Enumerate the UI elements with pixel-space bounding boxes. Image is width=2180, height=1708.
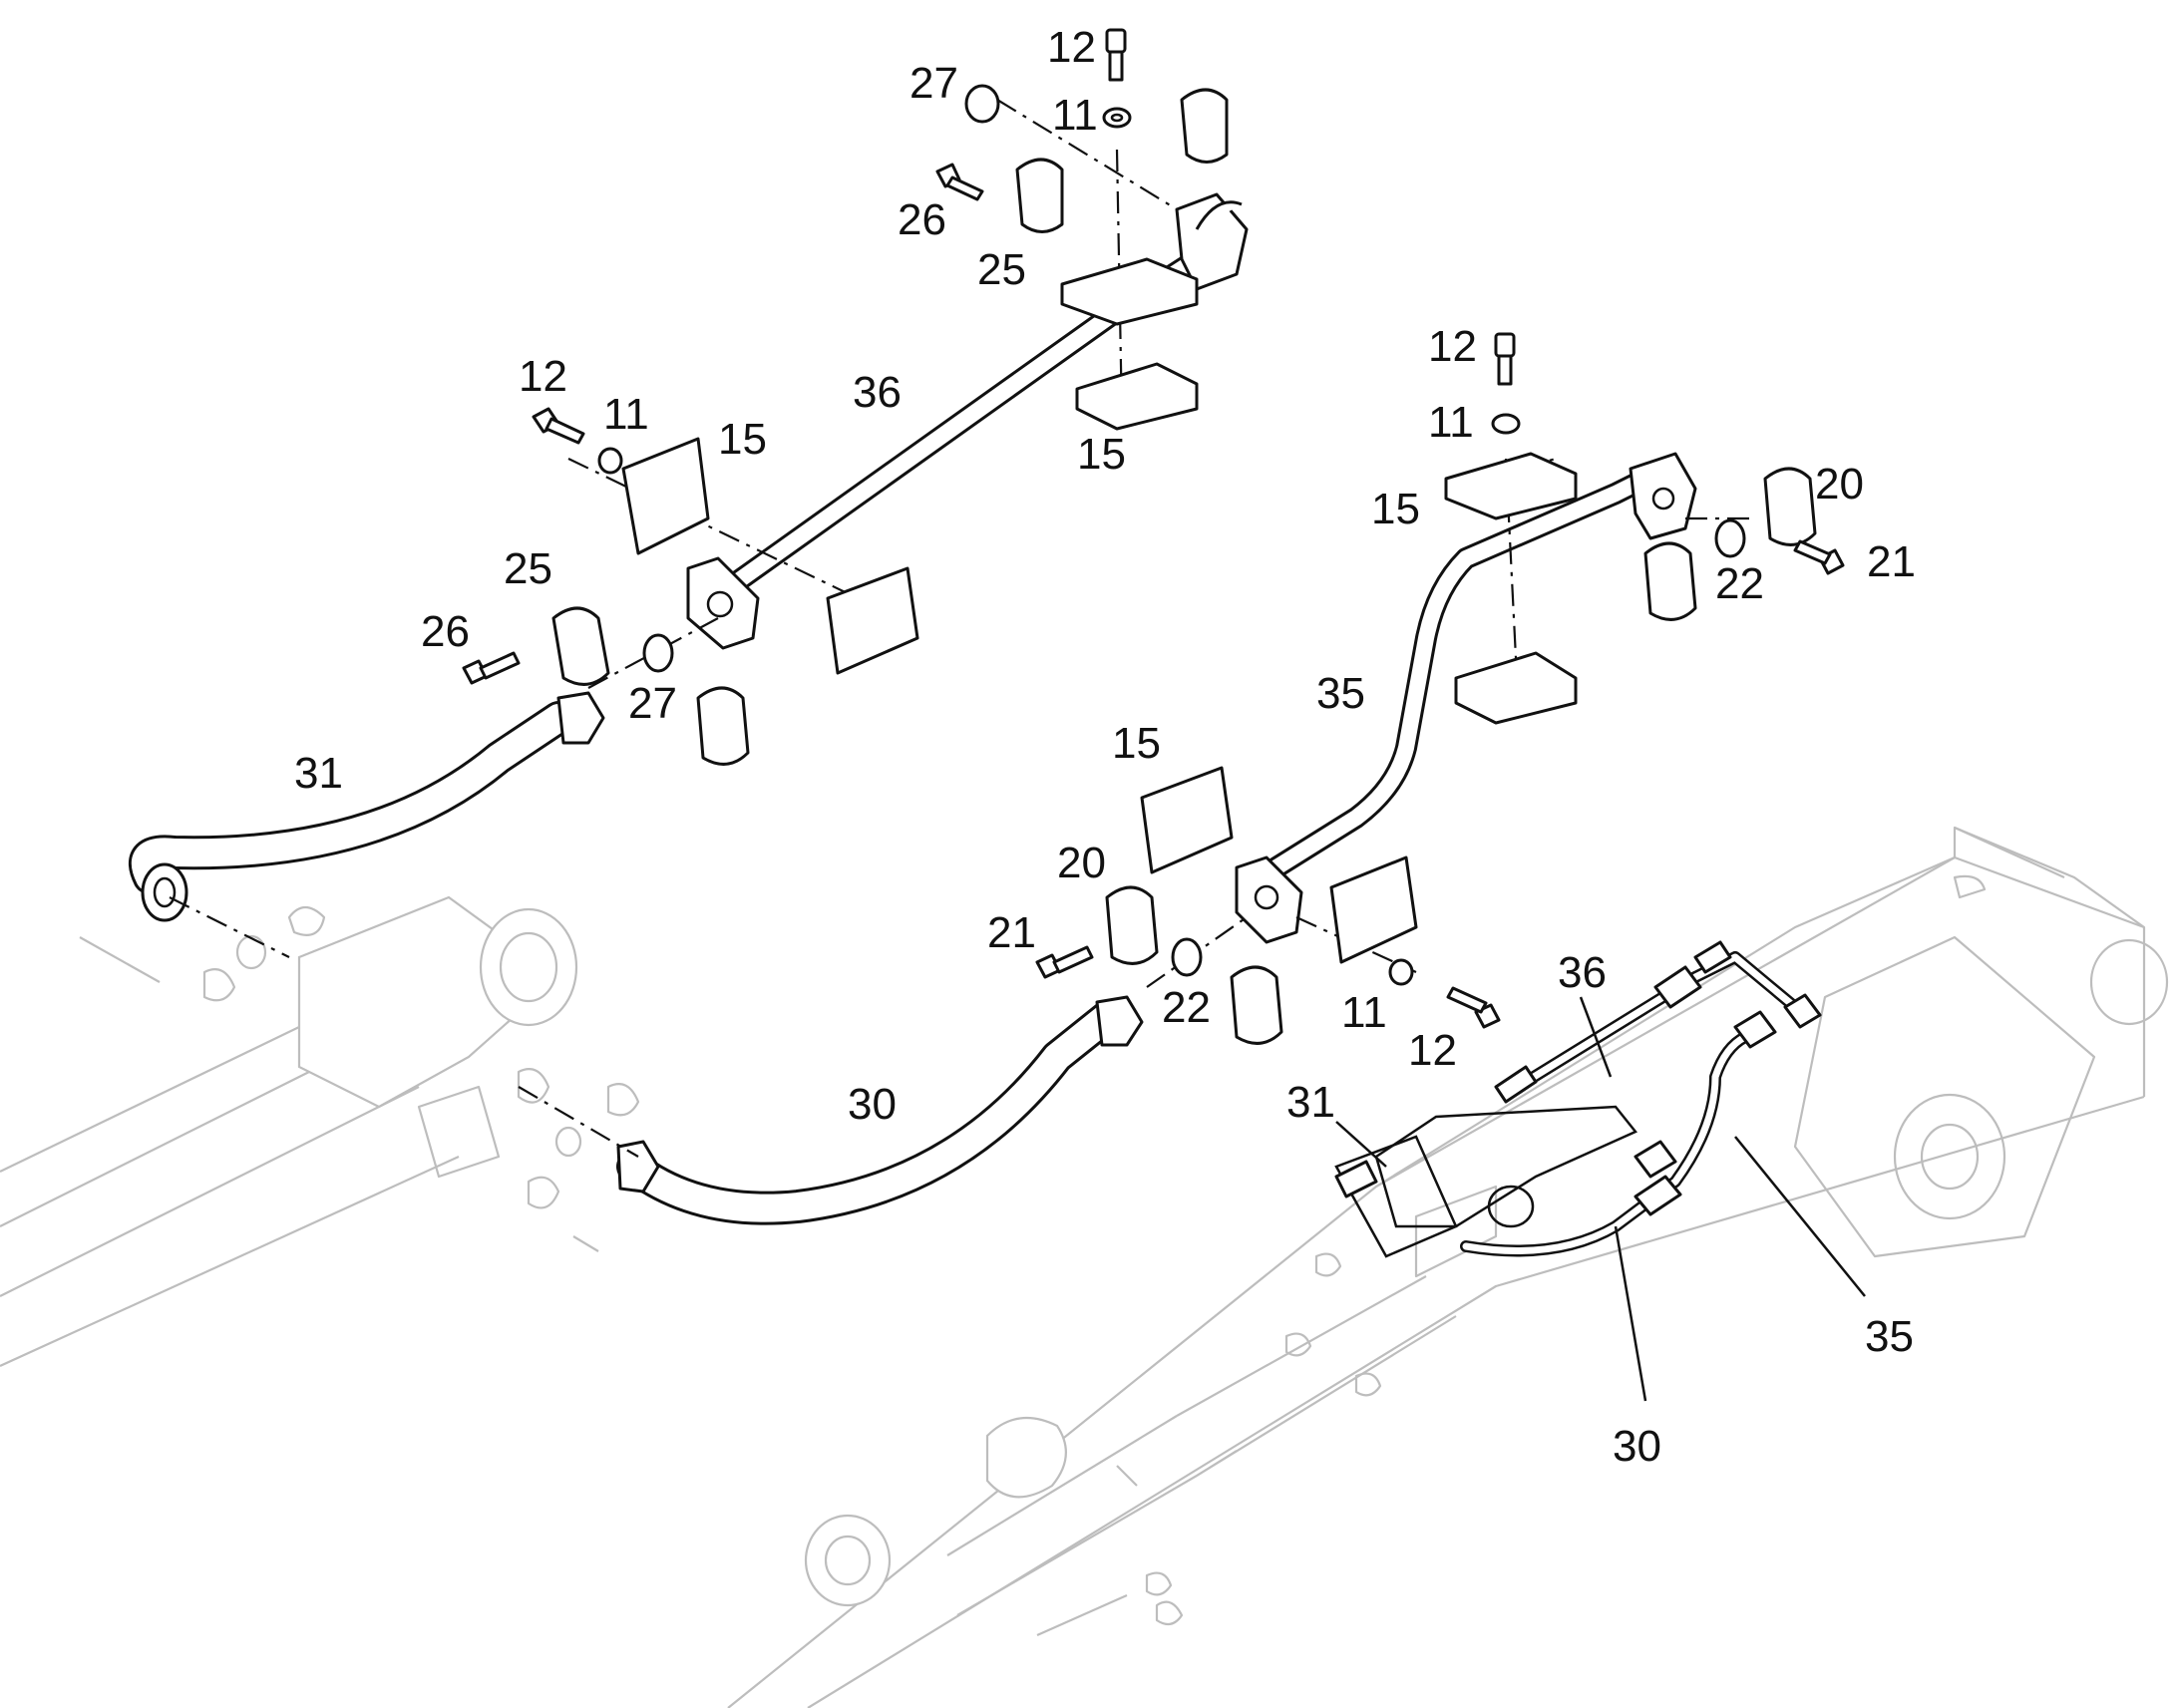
washer-icon — [597, 447, 623, 475]
callout-12: 12 — [1408, 1026, 1457, 1075]
callout-31: 31 — [1286, 1078, 1335, 1127]
pipe-35-upper-flange — [1629, 452, 1697, 540]
o-ring-icon — [1171, 937, 1203, 977]
callout-27: 27 — [628, 679, 677, 728]
callout-36: 36 — [853, 368, 902, 417]
socket-head-bolt-icon — [1035, 945, 1094, 979]
pipe-bracket-icon — [621, 437, 710, 555]
pipe-bracket-icon — [1140, 766, 1234, 874]
callout-31: 31 — [294, 749, 343, 798]
callout-11: 11 — [1052, 91, 1098, 140]
callout-21: 21 — [987, 908, 1036, 957]
flange-clamp-half-icon — [1180, 88, 1229, 164]
o-ring-icon — [642, 633, 674, 673]
callout-15: 15 — [1112, 719, 1161, 768]
socket-head-bolt-icon — [532, 407, 585, 445]
fasteners — [462, 28, 1845, 1045]
washer-icon — [1102, 107, 1132, 129]
callout-21: 21 — [1867, 537, 1916, 586]
pipe-36[interactable] — [686, 192, 1249, 650]
pipe-36-upper-flange — [1175, 192, 1249, 291]
callout-35: 35 — [1865, 1312, 1914, 1361]
pipe-bracket-icon — [826, 566, 919, 675]
hose-30-fitting — [1095, 995, 1144, 1047]
callout-labels: 12 27 11 26 25 12 11 15 36 15 12 11 15 2… — [294, 23, 1916, 1471]
flange-clamp-half-icon — [1105, 885, 1159, 965]
callout-11: 11 — [1428, 398, 1474, 447]
pipe-bracket-icon — [1454, 651, 1578, 725]
flange-clamp-half-icon — [551, 606, 610, 686]
assembled-lines-view — [1334, 940, 1822, 1258]
hose-30[interactable] — [616, 995, 1144, 1225]
flange-clamp-half-icon — [1763, 467, 1817, 546]
flange-clamp-half-icon — [696, 686, 750, 766]
socket-head-bolt-icon — [1105, 28, 1127, 82]
socket-head-bolt-icon — [1494, 332, 1516, 386]
o-ring-icon — [1714, 518, 1746, 558]
socket-head-bolt-icon — [462, 651, 521, 685]
hose-31[interactable] — [129, 691, 605, 922]
pipe-bracket-icon — [1060, 257, 1199, 326]
socket-head-bolt-icon — [935, 163, 984, 201]
socket-head-bolt-icon — [1446, 986, 1501, 1029]
pipe-35[interactable] — [1235, 452, 1697, 944]
boom-background — [0, 826, 2169, 1708]
callout-25: 25 — [504, 544, 552, 593]
callout-35: 35 — [1316, 669, 1365, 718]
callout-15: 15 — [1371, 485, 1420, 533]
callout-15: 15 — [718, 415, 767, 464]
callout-12: 12 — [1428, 322, 1477, 371]
callout-26: 26 — [898, 195, 946, 244]
hose-30-end-fitting — [616, 1140, 660, 1194]
callout-30: 30 — [1613, 1422, 1661, 1471]
socket-head-bolt-icon — [1793, 539, 1845, 575]
pipe-bracket-icon — [1329, 855, 1418, 964]
callout-25: 25 — [977, 245, 1026, 294]
callout-20: 20 — [1057, 839, 1106, 887]
flange-clamp-half-icon — [1230, 965, 1283, 1045]
hose-31-fitting — [556, 691, 605, 745]
flange-clamp-half-icon — [1643, 541, 1697, 621]
callout-22: 22 — [1715, 559, 1764, 608]
callout-12: 12 — [1047, 23, 1096, 72]
callout-30: 30 — [848, 1080, 897, 1129]
callout-26: 26 — [421, 607, 470, 656]
callout-15: 15 — [1077, 430, 1126, 479]
callout-22: 22 — [1162, 983, 1211, 1032]
callout-20: 20 — [1815, 460, 1864, 509]
callout-27: 27 — [909, 59, 958, 108]
callout-36: 36 — [1558, 948, 1607, 997]
callout-12: 12 — [519, 352, 567, 401]
o-ring-icon — [964, 84, 1000, 124]
leader-lines — [1335, 996, 1866, 1402]
pipe-bracket-icon — [1444, 452, 1578, 520]
pipe-bracket-icon — [1075, 362, 1199, 431]
washer-icon — [1491, 413, 1521, 435]
pipe-35-lower-flange — [1235, 855, 1303, 944]
callout-11: 11 — [603, 390, 649, 439]
callout-11: 11 — [1341, 988, 1387, 1037]
flange-clamp-half-icon — [1015, 158, 1064, 233]
washer-icon — [1388, 958, 1414, 986]
